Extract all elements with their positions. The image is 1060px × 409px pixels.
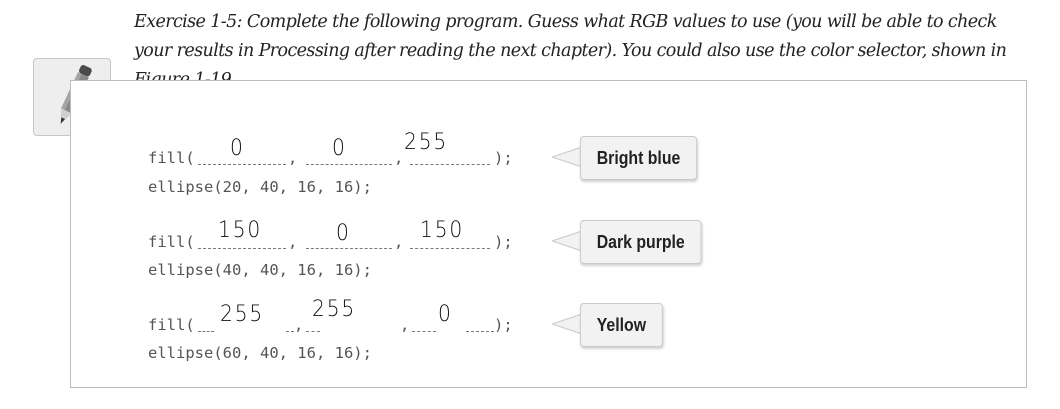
comma: , — [288, 149, 298, 167]
blank-red-end — [286, 317, 294, 332]
handwritten-answer: 150 — [218, 218, 263, 243]
exercise-box — [70, 80, 1027, 388]
handwritten-answer: 0 — [230, 136, 245, 161]
comma: , — [288, 233, 298, 251]
ellipse-code: ellipse(60, 40, 16, 16); — [148, 344, 372, 362]
fill-close: ); — [494, 316, 513, 334]
handwritten-answer: 255 — [220, 302, 265, 327]
fill-close: ); — [494, 233, 513, 251]
comma: , — [394, 149, 404, 167]
handwritten-answer: 0 — [332, 136, 347, 161]
blank-red[interactable] — [198, 150, 286, 165]
blank-red[interactable] — [198, 317, 214, 332]
blank-blue[interactable] — [412, 317, 436, 332]
blank-green[interactable] — [306, 150, 392, 165]
fill-open: fill( — [148, 233, 195, 251]
fill-open: fill( — [148, 149, 195, 167]
ellipse-code: ellipse(40, 40, 16, 16); — [148, 261, 372, 279]
handwritten-answer: 150 — [420, 218, 465, 243]
blank-red[interactable] — [198, 234, 286, 249]
ellipse-code: ellipse(20, 40, 16, 16); — [148, 178, 372, 196]
handwritten-answer: 0 — [336, 221, 351, 246]
handwritten-answer: 0 — [438, 302, 453, 327]
fill-open: fill( — [148, 316, 195, 334]
blank-blue-end — [466, 317, 494, 332]
callout-label: Bright blue — [580, 136, 698, 180]
callout-label: Dark purple — [580, 220, 702, 264]
handwritten-answer: 255 — [312, 297, 357, 322]
comma: , — [294, 316, 304, 334]
blank-green[interactable] — [306, 317, 320, 332]
blank-blue[interactable] — [410, 150, 490, 165]
fill-close: ); — [494, 149, 513, 167]
blank-blue[interactable] — [410, 234, 490, 249]
comma: , — [400, 316, 410, 334]
comma: , — [394, 233, 404, 251]
handwritten-answer: 255 — [404, 130, 449, 155]
blank-green[interactable] — [306, 234, 392, 249]
callout-label: Yellow — [580, 303, 663, 347]
